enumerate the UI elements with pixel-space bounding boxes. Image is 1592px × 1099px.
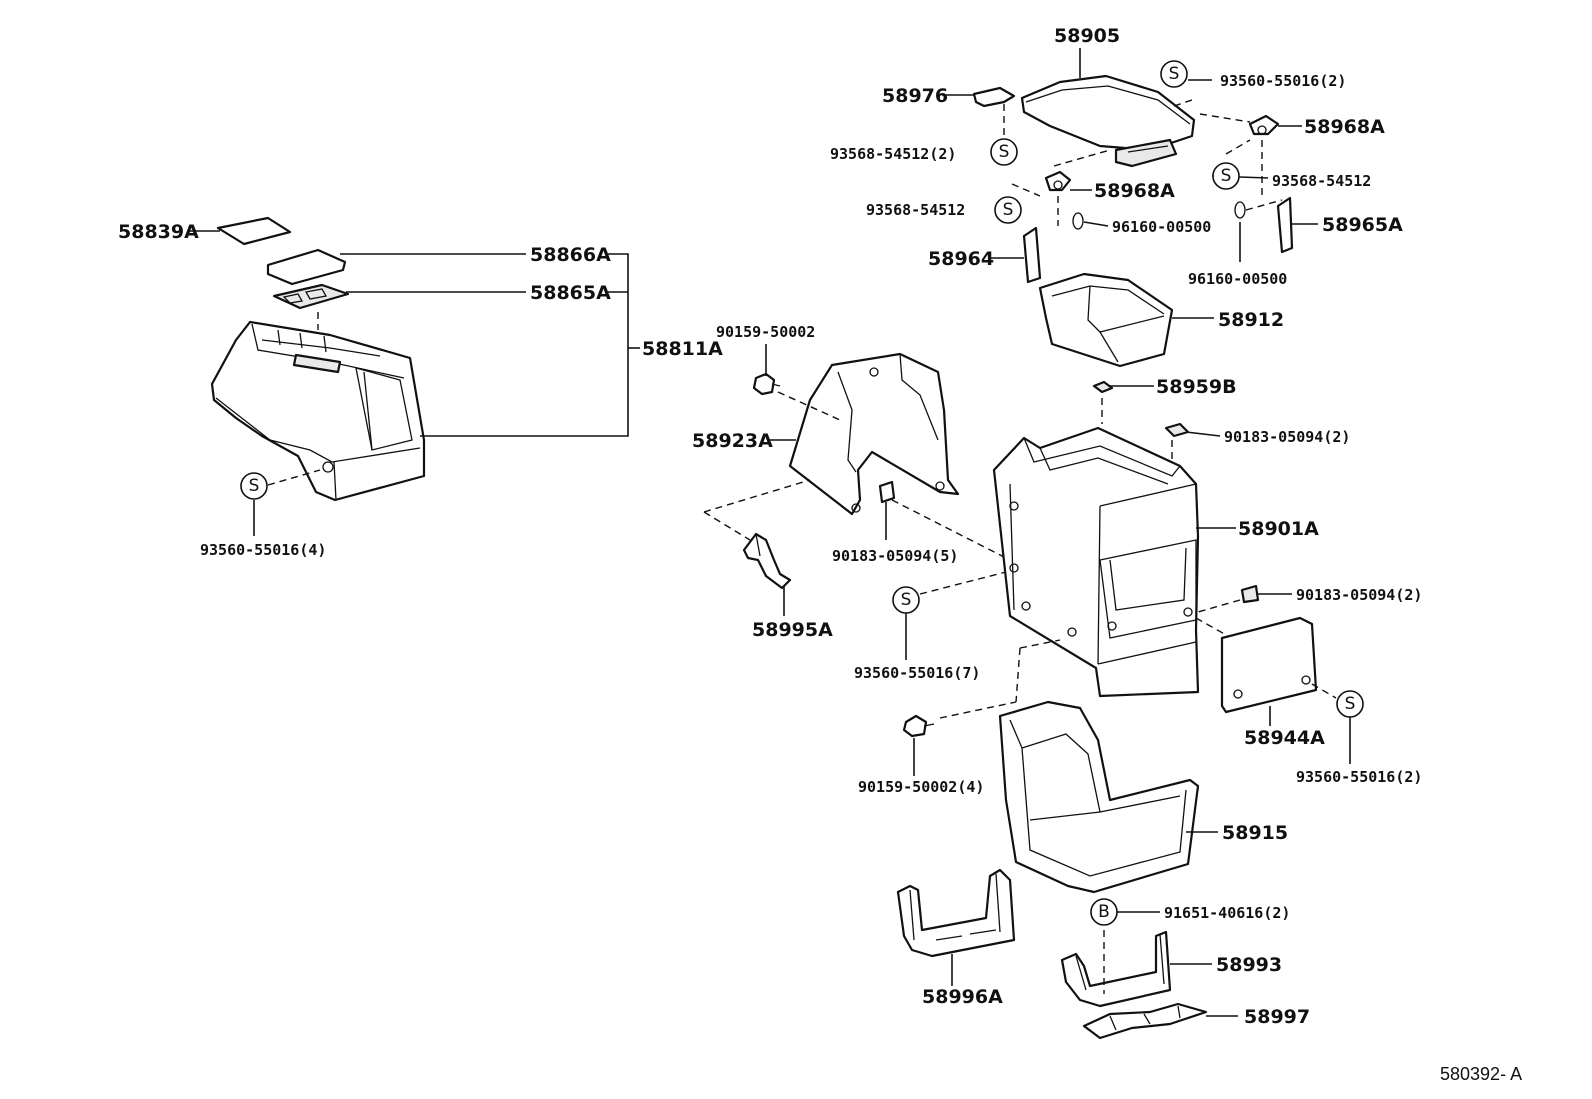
bolt-symbol-91651-40616-2: B — [1090, 898, 1118, 926]
svg-text:S: S — [1003, 200, 1014, 220]
part-58915-lower-tray — [998, 700, 1200, 894]
label-58964: 58964 — [928, 248, 994, 270]
part-58993-bracket — [1060, 930, 1172, 1008]
part-58997-plate — [1082, 1002, 1208, 1040]
part-58912-tray — [1038, 272, 1174, 368]
label-93560-55016-7: 93560-55016(7) — [854, 664, 980, 682]
part-58923A-bracket — [788, 352, 960, 516]
label-58905: 58905 — [1054, 25, 1120, 47]
clip-90183-05094-2-mid — [1240, 584, 1260, 604]
label-90183-05094-5: 90183-05094(5) — [832, 547, 958, 565]
clip-90183-05094-2-top — [1164, 422, 1190, 438]
screw-symbol-93568-54512-2: S — [990, 138, 1018, 166]
label-58976: 58976 — [882, 85, 948, 107]
part-58811A-upper-console — [210, 320, 426, 502]
svg-text:S: S — [999, 142, 1010, 162]
screw-symbol-93560-55016-2-bottom: S — [1336, 690, 1364, 718]
label-58901A: 58901A — [1238, 518, 1319, 540]
label-58959B: 58959B — [1156, 376, 1237, 398]
part-58905-lid — [1020, 74, 1196, 168]
part-58968A-right — [1248, 114, 1280, 136]
part-58901A-console-box — [992, 426, 1200, 698]
screw-90159-50002-4 — [902, 714, 935, 738]
label-93560-55016-4: 93560-55016(4) — [200, 541, 326, 559]
diagram-reference-code: 580392- A — [1440, 1064, 1522, 1084]
svg-text:S: S — [901, 590, 912, 610]
label-91651-40616-2: 91651-40616(2) — [1164, 904, 1290, 922]
label-58915: 58915 — [1222, 822, 1288, 844]
label-58839A: 58839A — [118, 221, 199, 243]
screw-symbol-93568-54512-right: S — [1212, 162, 1240, 190]
label-90183-05094-2-mid: 90183-05094(2) — [1296, 586, 1422, 604]
label-58993: 58993 — [1216, 954, 1282, 976]
label-58965A: 58965A — [1322, 214, 1403, 236]
part-58976-hinge — [972, 86, 1016, 108]
label-58866A: 58866A — [530, 244, 611, 266]
label-58997: 58997 — [1244, 1006, 1310, 1028]
label-58968A-right: 58968A — [1304, 116, 1385, 138]
part-58996A-bracket — [896, 868, 1016, 958]
clip-90183-05094-5 — [878, 480, 896, 504]
svg-text:S: S — [1169, 64, 1180, 84]
part-58839A-cap — [216, 216, 292, 246]
label-58968A-mid: 58968A — [1094, 180, 1175, 202]
svg-text:S: S — [1221, 166, 1232, 186]
label-93568-54512-right: 93568-54512 — [1272, 172, 1371, 190]
label-90183-05094-2-top: 90183-05094(2) — [1224, 428, 1350, 446]
screw-symbol-93560-55016-7: S — [892, 586, 920, 614]
part-58965A-strip — [1276, 196, 1294, 254]
svg-text:B: B — [1098, 902, 1110, 922]
label-58811A: 58811A — [642, 338, 723, 360]
label-58912: 58912 — [1218, 309, 1284, 331]
part-58995A-bracket — [742, 532, 792, 590]
svg-text:S: S — [249, 476, 260, 496]
label-93560-55016-2-bottom: 93560-55016(2) — [1296, 768, 1422, 786]
label-90159-50002: 90159-50002 — [716, 323, 815, 341]
label-96160-00500-mid: 96160-00500 — [1112, 218, 1211, 236]
washer-96160-00500-right — [1234, 201, 1246, 219]
washer-96160-00500-mid — [1072, 212, 1084, 230]
screw-symbol-93568-54512-mid: S — [994, 196, 1022, 224]
label-96160-00500-right: 96160-00500 — [1188, 270, 1287, 288]
part-58959B — [1092, 380, 1114, 394]
part-58964-strip — [1022, 226, 1042, 284]
label-58923A: 58923A — [692, 430, 773, 452]
label-93560-55016-2-top: 93560-55016(2) — [1220, 72, 1346, 90]
label-93568-54512-2: 93568-54512(2) — [830, 145, 956, 163]
part-58944A-panel — [1220, 616, 1318, 714]
screw-90159-50002 — [752, 372, 781, 396]
screw-symbol-93560-55016-4: S — [240, 472, 268, 500]
label-58995A: 58995A — [752, 619, 833, 641]
svg-text:S: S — [1345, 694, 1356, 714]
label-58944A: 58944A — [1244, 727, 1325, 749]
label-90159-50002-4: 90159-50002(4) — [858, 778, 984, 796]
label-93568-54512-mid: 93568-54512 — [866, 201, 965, 219]
part-58866A-plate — [266, 248, 347, 286]
label-58996A: 58996A — [922, 986, 1003, 1008]
screw-symbol-top-right: S — [1160, 60, 1188, 88]
label-58865A: 58865A — [530, 282, 611, 304]
